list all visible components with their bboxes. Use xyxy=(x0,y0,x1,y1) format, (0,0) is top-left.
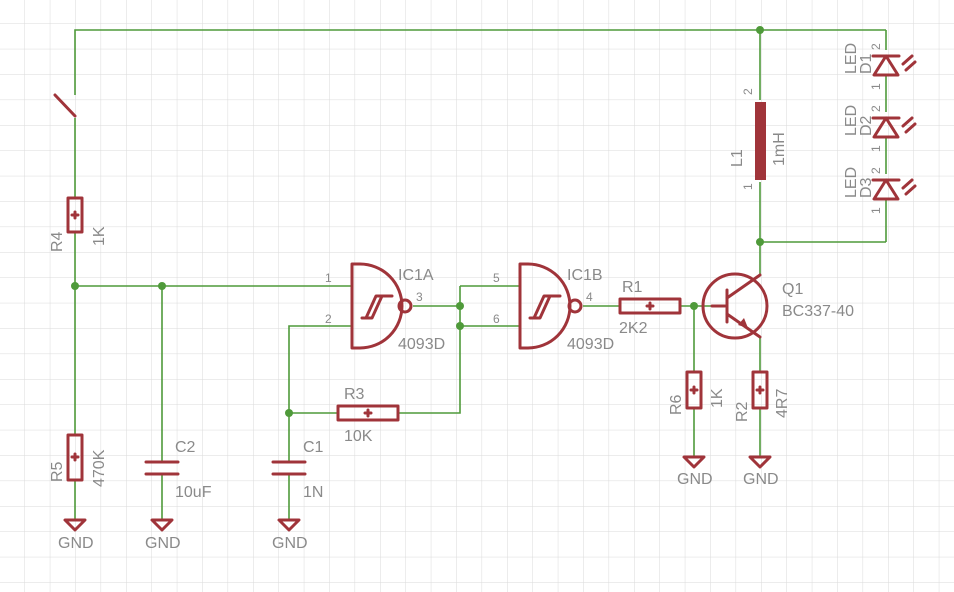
capacitor-c1: C1 1N xyxy=(271,439,324,501)
resistor-r6: R6 1K xyxy=(668,370,726,415)
ic1b-label: IC1B xyxy=(567,267,603,284)
ic1b-pin-5: 5 xyxy=(493,271,500,285)
ic1b-value: 4093D xyxy=(567,336,614,353)
ic1b-pin-4: 4 xyxy=(586,290,593,304)
inductor-l1: L1 1mH 2 1 xyxy=(729,88,788,190)
resistor-r1: R1 2K2 xyxy=(618,279,682,337)
resistor-r5: R5 470K xyxy=(49,433,108,487)
r1-value: 2K2 xyxy=(619,320,648,337)
d3-label: D3 xyxy=(858,177,875,198)
r6-label: R6 xyxy=(668,394,685,415)
ic1a-pin-1: 1 xyxy=(325,271,332,285)
d1-value: LED xyxy=(843,43,860,74)
resistor-r4: R4 1K xyxy=(49,196,108,252)
c1-value: 1N xyxy=(303,484,323,501)
junctions xyxy=(71,26,764,417)
ic1b-pin-6: 6 xyxy=(493,312,500,326)
d1-label: D1 xyxy=(858,53,875,74)
ground-r2: GND xyxy=(743,455,779,488)
r4-label: R4 xyxy=(49,231,66,252)
r1-label: R1 xyxy=(622,279,643,296)
d2-pin-2: 2 xyxy=(869,105,883,112)
r3-label: R3 xyxy=(344,386,365,403)
d3-pin-1: 1 xyxy=(869,207,883,214)
d2-value: LED xyxy=(843,105,860,136)
c2-value: 10uF xyxy=(175,484,212,501)
d3-pin-2: 2 xyxy=(869,167,883,174)
ground-label: GND xyxy=(145,535,181,552)
l1-value: 1mH xyxy=(771,132,788,166)
l1-pin-1: 1 xyxy=(741,183,755,190)
d2-label: D2 xyxy=(858,115,875,136)
r5-value: 470K xyxy=(91,449,108,487)
ic1a-pin-3: 3 xyxy=(416,290,423,304)
l1-pin-2: 2 xyxy=(741,88,755,95)
q1-value: BC337-40 xyxy=(782,303,854,320)
led-d2: LED D2 2 1 xyxy=(843,105,917,152)
c1-label: C1 xyxy=(303,439,324,456)
switch-symbol xyxy=(53,93,77,118)
d1-pin-1: 1 xyxy=(869,83,883,90)
ic1a-value: 4093D xyxy=(398,336,445,353)
l1-label: L1 xyxy=(729,149,746,167)
r5-label: R5 xyxy=(49,461,66,482)
capacitor-c2: C2 10uF xyxy=(144,439,212,501)
d1-pin-2: 2 xyxy=(869,43,883,50)
d3-value: LED xyxy=(843,167,860,198)
ground-label: GND xyxy=(58,535,94,552)
gate-ic1b: IC1B 4093D 5 6 4 xyxy=(493,262,614,353)
r3-value: 10K xyxy=(344,428,373,445)
r4-value: 1K xyxy=(91,226,108,246)
transistor-q1: Q1 BC337-40 xyxy=(701,272,854,340)
ic1a-pin-2: 2 xyxy=(325,312,332,326)
c2-label: C2 xyxy=(175,439,196,456)
resistor-r2: R2 4R7 xyxy=(734,370,791,422)
ground-label: GND xyxy=(272,535,308,552)
led-d1: LED D1 2 1 xyxy=(843,43,917,90)
q1-label: Q1 xyxy=(782,281,803,298)
ground-label: GND xyxy=(677,471,713,488)
ground-r6: GND xyxy=(677,455,713,488)
ground-label: GND xyxy=(743,471,779,488)
ground-r5: GND xyxy=(58,518,94,552)
d2-pin-1: 1 xyxy=(869,145,883,152)
resistor-r3: R3 10K xyxy=(336,386,400,445)
led-d3: LED D3 2 1 xyxy=(843,167,917,214)
ground-c2: GND xyxy=(145,518,181,552)
ground-c1: GND xyxy=(272,518,308,552)
r2-value: 4R7 xyxy=(774,389,791,418)
ic1a-label: IC1A xyxy=(398,267,434,284)
r2-label: R2 xyxy=(734,401,751,422)
r6-value: 1K xyxy=(709,388,726,408)
gate-ic1a: IC1A 4093D 1 2 3 xyxy=(325,262,445,353)
